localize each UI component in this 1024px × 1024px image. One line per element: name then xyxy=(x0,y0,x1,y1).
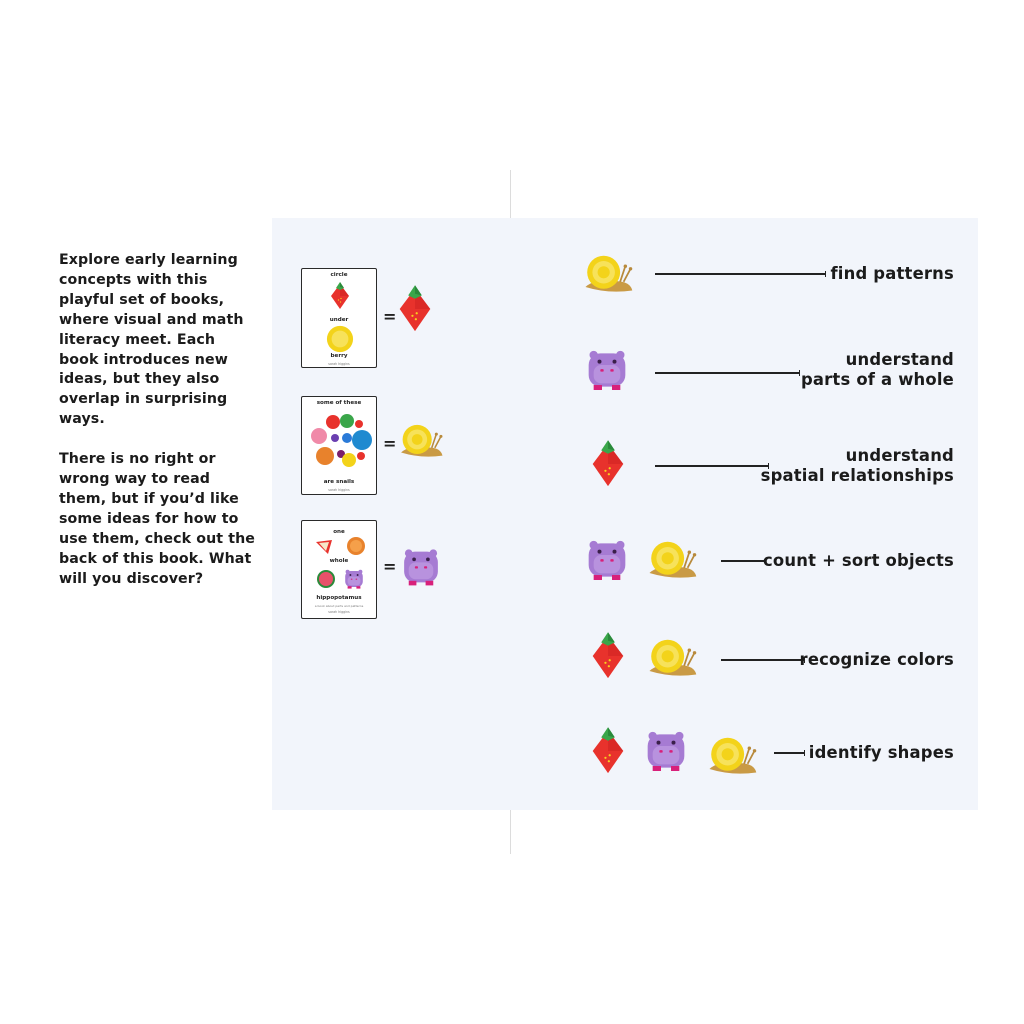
concept-find-patterns: find patterns xyxy=(830,264,954,284)
snail-icon xyxy=(646,636,698,680)
book-cover-some-of-these-are-snails: some of these are snails sarah higgins xyxy=(301,396,377,495)
snail-icon xyxy=(582,252,634,296)
concept-label-line1: understand xyxy=(845,350,954,369)
connector-line-2 xyxy=(655,370,800,376)
concept-label-line1: understand xyxy=(845,446,954,465)
hippo-icon xyxy=(342,567,366,591)
concept-recognize-colors: recognize colors xyxy=(800,650,954,670)
book-2-word-1: some of these xyxy=(316,400,362,406)
book-cover-circle-under-berry: circle under berry sarah higgins xyxy=(301,268,377,368)
book-3-word-1: one xyxy=(333,529,345,535)
concept-label-line1: count + sort objects xyxy=(763,551,954,570)
concept-label-line1: identify shapes xyxy=(808,743,954,762)
connector-line-1 xyxy=(655,271,826,277)
connector-line-3 xyxy=(655,463,769,469)
yellow-circle-icon xyxy=(326,325,354,353)
book-3-word-2: whole xyxy=(329,558,349,564)
concept-label-line1: recognize colors xyxy=(799,650,954,669)
strawberry-icon xyxy=(591,723,625,779)
concept-count-sort-objects: count + sort objects xyxy=(763,551,954,571)
hippo-icon xyxy=(582,345,632,395)
book-3-word-3: hippopotamus xyxy=(316,595,362,601)
book-3-author: sarah higgins xyxy=(328,610,350,614)
concept-parts-of-a-whole: understand parts of a whole xyxy=(801,350,954,390)
concept-spatial-relationships: understand spatial relationships xyxy=(761,446,954,486)
equals-sign-3: = xyxy=(383,557,397,576)
apple-slice-icon xyxy=(316,540,332,554)
hippo-icon xyxy=(641,726,691,776)
hippo-icon xyxy=(398,544,444,590)
connector-line-4 xyxy=(721,558,767,564)
watermelon-icon xyxy=(317,570,335,588)
book-1-word-1: circle xyxy=(330,272,348,278)
snail-icon xyxy=(706,734,758,778)
book-2-word-2: are snails xyxy=(323,479,355,485)
assorted-objects-icon xyxy=(311,414,372,467)
book-1-word-3: berry xyxy=(330,353,348,359)
connector-line-6 xyxy=(774,750,806,756)
strawberry-icon xyxy=(591,436,625,492)
intro-paragraph-1: Explore early learning concepts with thi… xyxy=(59,252,244,428)
concept-label-line1: find patterns xyxy=(830,264,954,283)
book-cover-one-whole-hippopotamus: one whole hippopotamus a book about part… xyxy=(301,520,377,619)
equals-sign-2: = xyxy=(383,434,397,453)
strawberry-icon xyxy=(330,281,350,311)
strawberry-icon xyxy=(398,280,432,338)
book-2-author: sarah higgins xyxy=(328,488,350,492)
hippo-icon xyxy=(582,535,632,585)
orange-icon xyxy=(347,537,365,555)
concept-label-line2: parts of a whole xyxy=(800,370,954,389)
intro-paragraph-2: There is no right or wrong way to read t… xyxy=(59,451,256,587)
book-1-word-2: under xyxy=(329,317,349,323)
book-1-author: sarah higgins xyxy=(328,362,350,366)
strawberry-icon xyxy=(591,628,625,684)
equals-sign-1: = xyxy=(383,307,397,326)
concept-identify-shapes: identify shapes xyxy=(809,743,954,763)
book-3-tagline: a book about parts and patterns xyxy=(314,604,364,608)
concept-label-line2: spatial relationships xyxy=(760,466,954,485)
intro-text: Explore early learning concepts with thi… xyxy=(59,251,259,590)
concepts-panel xyxy=(272,218,978,810)
snail-icon xyxy=(646,538,698,582)
connector-line-5 xyxy=(721,657,806,663)
snail-icon xyxy=(398,421,444,461)
